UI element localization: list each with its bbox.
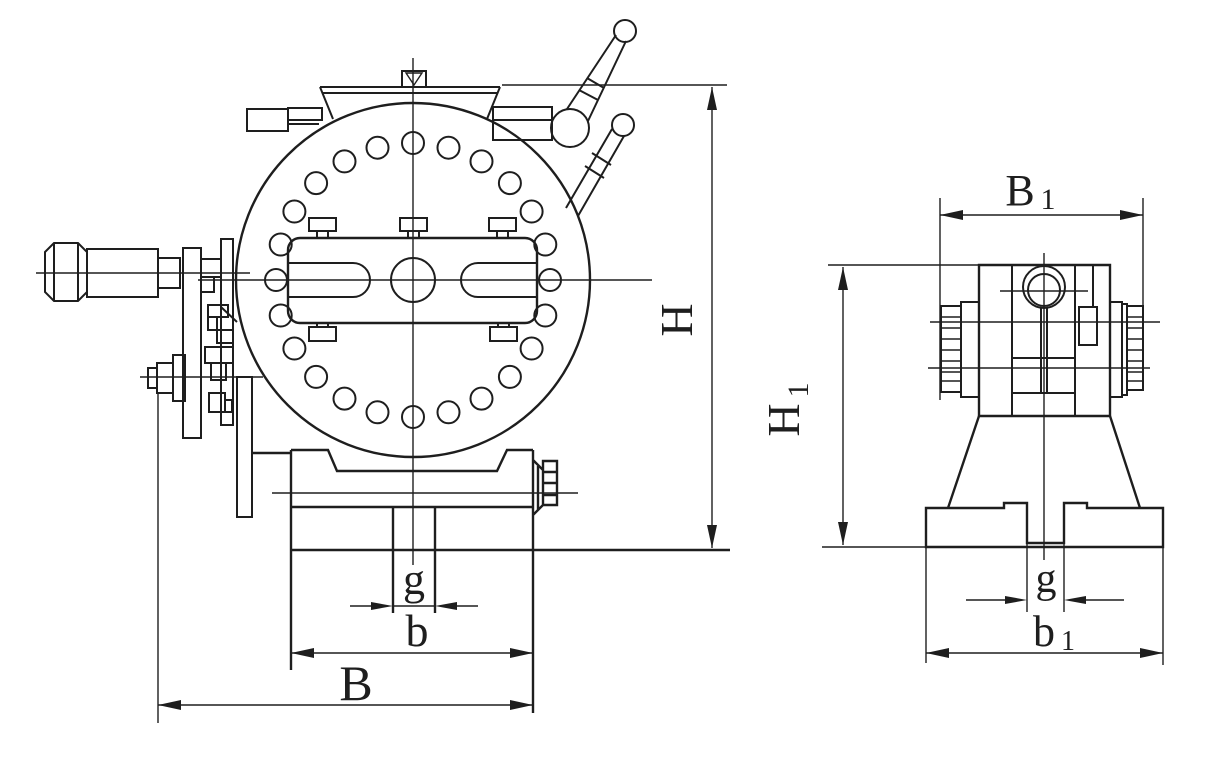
upper-lever-arm	[566, 34, 627, 122]
side-dimensions: B 1 H 1 g b 1	[758, 166, 1164, 665]
crank-handle	[44, 242, 181, 302]
dim-label-g-front: g	[403, 555, 425, 604]
dim-label-b1-sub: 1	[1061, 626, 1075, 657]
arrowhead-H1-top	[838, 267, 848, 290]
index-hole	[268, 303, 293, 328]
arrowhead-g-front-right	[435, 602, 457, 610]
index-hole	[519, 336, 544, 361]
dim-label-b: b	[406, 605, 429, 656]
spindle-hole-circle	[390, 257, 436, 303]
index-hole	[519, 199, 544, 224]
index-plate-circle	[234, 101, 592, 459]
index-holes	[264, 131, 562, 429]
shaft-flanges	[940, 301, 1144, 398]
side-spindle-inner-circle	[1027, 273, 1061, 307]
lever-boss	[550, 108, 590, 148]
index-hole	[304, 171, 329, 196]
arrowhead-H1-bottom	[838, 522, 848, 545]
datum-triangle-icon	[404, 72, 424, 87]
front-dimensions: H g b B	[157, 84, 727, 723]
upper-lever-ball	[613, 19, 637, 43]
index-hole	[282, 199, 307, 224]
index-hole	[332, 149, 357, 174]
dim-label-H1-sub: 1	[782, 383, 815, 398]
arrowhead-g-side-right	[1064, 596, 1086, 604]
arrowhead-g-side-left	[1005, 596, 1027, 604]
side-bracket	[147, 238, 253, 518]
index-hole	[436, 400, 461, 425]
side-body-details	[1011, 265, 1098, 416]
lower-lever-ball	[611, 113, 635, 137]
top-clamp-bar	[246, 86, 553, 141]
dim-label-B1-sub: 1	[1041, 183, 1056, 216]
front-extension-lines	[157, 84, 727, 723]
side-centerlines	[928, 253, 1160, 560]
dim-label-g-side: g	[1036, 556, 1057, 602]
arrowhead-b-right	[510, 648, 533, 658]
index-hole	[497, 364, 522, 389]
arrowhead-H-bottom	[707, 525, 717, 548]
arrowhead-b1-left	[926, 648, 949, 658]
arrowhead-B1-right	[1120, 210, 1143, 220]
upper-lever	[566, 19, 637, 122]
lower-lever	[565, 113, 635, 217]
index-hole	[282, 336, 307, 361]
dim-label-H1: H 1	[758, 383, 815, 437]
front-body-base	[252, 448, 730, 713]
dim-label-B1: B	[1005, 166, 1034, 215]
index-hole	[365, 135, 390, 160]
dim-label-b1: b	[1033, 607, 1055, 656]
lower-lever-arm	[565, 128, 625, 217]
arrowhead-B-right	[510, 700, 533, 710]
t-nut-bolts	[308, 217, 518, 342]
index-hole	[365, 400, 390, 425]
dim-label-B: B	[339, 655, 372, 711]
table-t-slots	[288, 262, 537, 298]
index-hole	[268, 232, 293, 257]
index-hole	[304, 364, 329, 389]
arrowhead-H-top	[707, 87, 717, 110]
dim-label-H: H	[651, 303, 702, 336]
index-hole	[436, 135, 461, 160]
index-hole	[469, 149, 494, 174]
index-hole	[469, 386, 494, 411]
pedestal-sides	[946, 415, 1142, 509]
dim-label-H-text: H	[651, 303, 702, 336]
index-hole	[401, 131, 425, 155]
index-hole	[538, 268, 562, 292]
index-hole	[533, 232, 558, 257]
arrowhead-b1-right	[1140, 648, 1163, 658]
front-centerlines	[36, 58, 652, 565]
arrowhead-B-left	[158, 700, 181, 710]
front-view: H g b B	[36, 19, 730, 723]
arrowhead-g-front-left	[371, 602, 393, 610]
index-hole	[533, 303, 558, 328]
side-spindle-outer-circle	[1022, 265, 1066, 309]
flange-rib-lines	[941, 316, 1143, 382]
index-hole	[332, 386, 357, 411]
arrowhead-B1-left	[940, 210, 963, 220]
datum-box	[401, 70, 427, 88]
side-view: B 1 H 1 g b 1	[758, 166, 1165, 665]
side-extension-lines	[822, 198, 1164, 665]
index-hole	[401, 405, 425, 429]
dim-label-H1-text: H	[758, 403, 809, 436]
arrowhead-b-left	[291, 648, 314, 658]
index-hole	[497, 171, 522, 196]
